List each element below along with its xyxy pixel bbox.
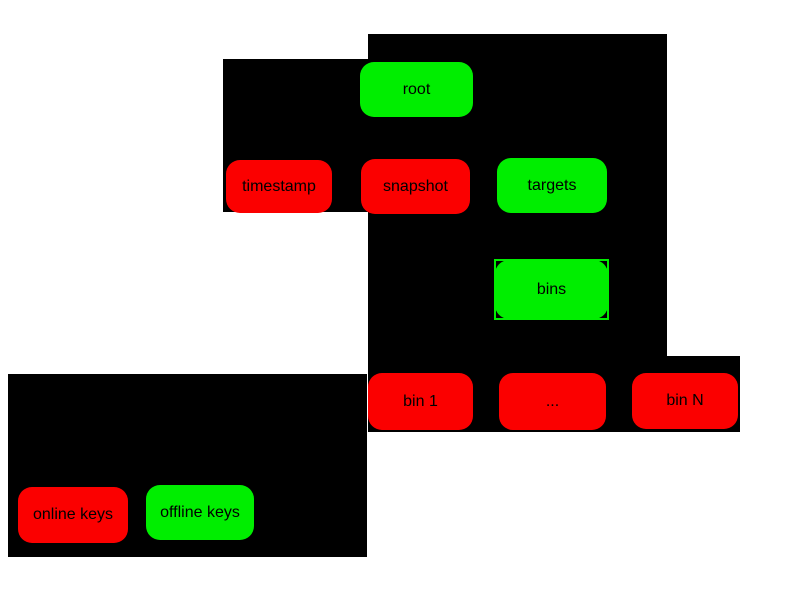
node-bin-n: bin N bbox=[632, 373, 738, 429]
node-offline-keys: offline keys bbox=[146, 485, 254, 540]
node-bins: bins bbox=[494, 259, 609, 320]
node-bin-ellipsis: ... bbox=[499, 373, 606, 430]
node-online-keys: online keys bbox=[18, 487, 128, 543]
node-root: root bbox=[360, 62, 473, 117]
node-bin-1: bin 1 bbox=[368, 373, 473, 430]
node-snapshot: snapshot bbox=[361, 159, 470, 214]
node-targets: targets bbox=[497, 158, 607, 213]
node-timestamp: timestamp bbox=[226, 160, 332, 213]
